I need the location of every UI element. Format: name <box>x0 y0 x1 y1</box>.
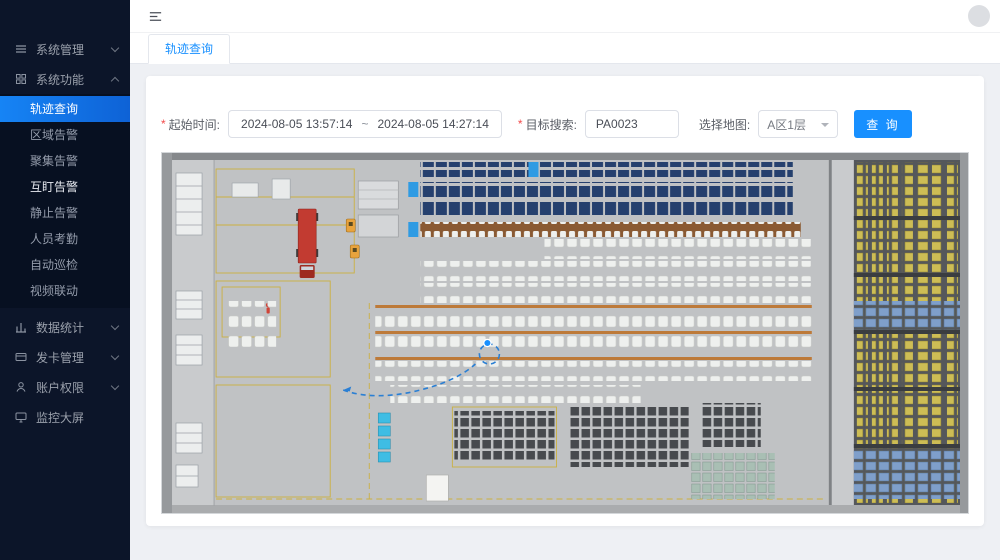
chevron-down-icon <box>821 122 830 131</box>
sidebar-item-system-management[interactable]: 系统管理 <box>0 34 130 64</box>
avatar[interactable] <box>968 5 990 27</box>
target-search-label: 目标搜索: <box>525 117 577 132</box>
sidebar-item-label: 数据统计 <box>36 320 85 335</box>
sidebar-item-label: 系统管理 <box>36 42 85 57</box>
start-time-label: 起始时间: <box>168 117 221 132</box>
sidebar-item-mutual-watch-alarm[interactable]: 互盯告警 <box>30 180 79 194</box>
query-card: * 起始时间: 2024-08-05 13:57:14 ~ 2024-08-05… <box>146 76 984 526</box>
sidebar-item-gather-alarm[interactable]: 聚集告警 <box>30 154 79 168</box>
equipment <box>231 178 399 238</box>
topbar <box>130 0 1000 33</box>
query-form: * 起始时间: 2024-08-05 13:57:14 ~ 2024-08-05… <box>161 110 969 138</box>
start-time-value: 2024-08-05 13:57:14 <box>241 117 353 131</box>
sidebar-item-label: 监控大屏 <box>36 410 85 425</box>
content-area: * 起始时间: 2024-08-05 13:57:14 ~ 2024-08-05… <box>130 64 1000 560</box>
sidebar-item-label: 系统功能 <box>36 72 85 87</box>
sidebar-item-data-statistics[interactable]: 数据统计 <box>0 312 130 342</box>
required-mark: * <box>161 117 166 131</box>
factory-map-svg <box>162 153 968 513</box>
sidebar-item-attendance[interactable]: 人员考勤 <box>30 232 79 246</box>
left-shelf-units <box>175 172 203 488</box>
chevron-down-icon <box>110 381 120 390</box>
system-functions-submenu: 轨迹查询 区域告警 聚集告警 互盯告警 静止告警 人员考勤 自动巡检 视频联动 <box>0 94 130 308</box>
trajectory-path <box>342 338 501 397</box>
chart-icon <box>14 320 28 334</box>
grid-icon <box>14 72 28 86</box>
cyan-bins <box>377 412 391 463</box>
sidebar-item-monitor-screen[interactable]: 监控大屏 <box>0 402 130 432</box>
chevron-down-icon <box>110 43 120 52</box>
right-rack-section <box>828 160 960 505</box>
chevron-down-icon <box>110 321 120 330</box>
tab-bar: 轨迹查询 <box>130 33 1000 64</box>
monitor-icon <box>14 410 28 424</box>
sidebar: 系统管理 系统功能 轨迹查询 区域告警 聚集告警 互盯告警 静止告警 人员考勤 … <box>0 0 130 560</box>
map-select-value: A区1层 <box>767 117 806 132</box>
sidebar-item-account-permissions[interactable]: 账户权限 <box>0 372 130 402</box>
factory-map <box>161 152 969 514</box>
pallet-rows <box>226 239 812 403</box>
tab-trajectory-query[interactable]: 轨迹查询 <box>148 34 231 64</box>
sidebar-item-static-alarm[interactable]: 静止告警 <box>30 206 79 220</box>
sidebar-item-card-management[interactable]: 发卡管理 <box>0 342 130 372</box>
storage-grids <box>425 403 775 502</box>
required-mark: * <box>517 117 523 131</box>
menu-fold-icon[interactable] <box>148 9 163 24</box>
chevron-up-icon <box>110 76 120 85</box>
target-marker <box>483 338 492 348</box>
settings-icon <box>14 42 28 56</box>
time-range-input[interactable]: 2024-08-05 13:57:14 ~ 2024-08-05 14:27:1… <box>228 110 502 138</box>
main-area: 轨迹查询 * 起始时间: 2024-08-05 13:57:14 ~ 2024-… <box>130 0 1000 560</box>
query-button[interactable]: 查 询 <box>854 110 912 138</box>
sidebar-item-label: 账户权限 <box>36 380 85 395</box>
forklift-icon <box>345 218 360 259</box>
sidebar-item-system-functions[interactable]: 系统功能 <box>0 64 130 94</box>
sidebar-item-auto-inspection[interactable]: 自动巡检 <box>30 258 79 272</box>
card-icon <box>14 350 28 364</box>
sidebar-item-label: 发卡管理 <box>36 350 85 365</box>
chevron-down-icon <box>110 351 120 360</box>
map-select-label: 选择地图: <box>698 117 751 132</box>
target-search-input[interactable] <box>584 110 679 138</box>
range-separator: ~ <box>361 117 369 131</box>
end-time-value: 2024-08-05 14:27:14 <box>377 117 489 131</box>
sidebar-item-trajectory-query[interactable]: 轨迹查询 <box>0 96 130 122</box>
sidebar-item-video-linkage[interactable]: 视频联动 <box>30 284 79 298</box>
rack-rows-top <box>408 162 801 237</box>
sidebar-item-area-alarm[interactable]: 区域告警 <box>30 128 79 142</box>
map-select[interactable]: A区1层 <box>758 110 839 138</box>
truck-icon <box>296 208 319 278</box>
user-icon <box>14 380 28 394</box>
